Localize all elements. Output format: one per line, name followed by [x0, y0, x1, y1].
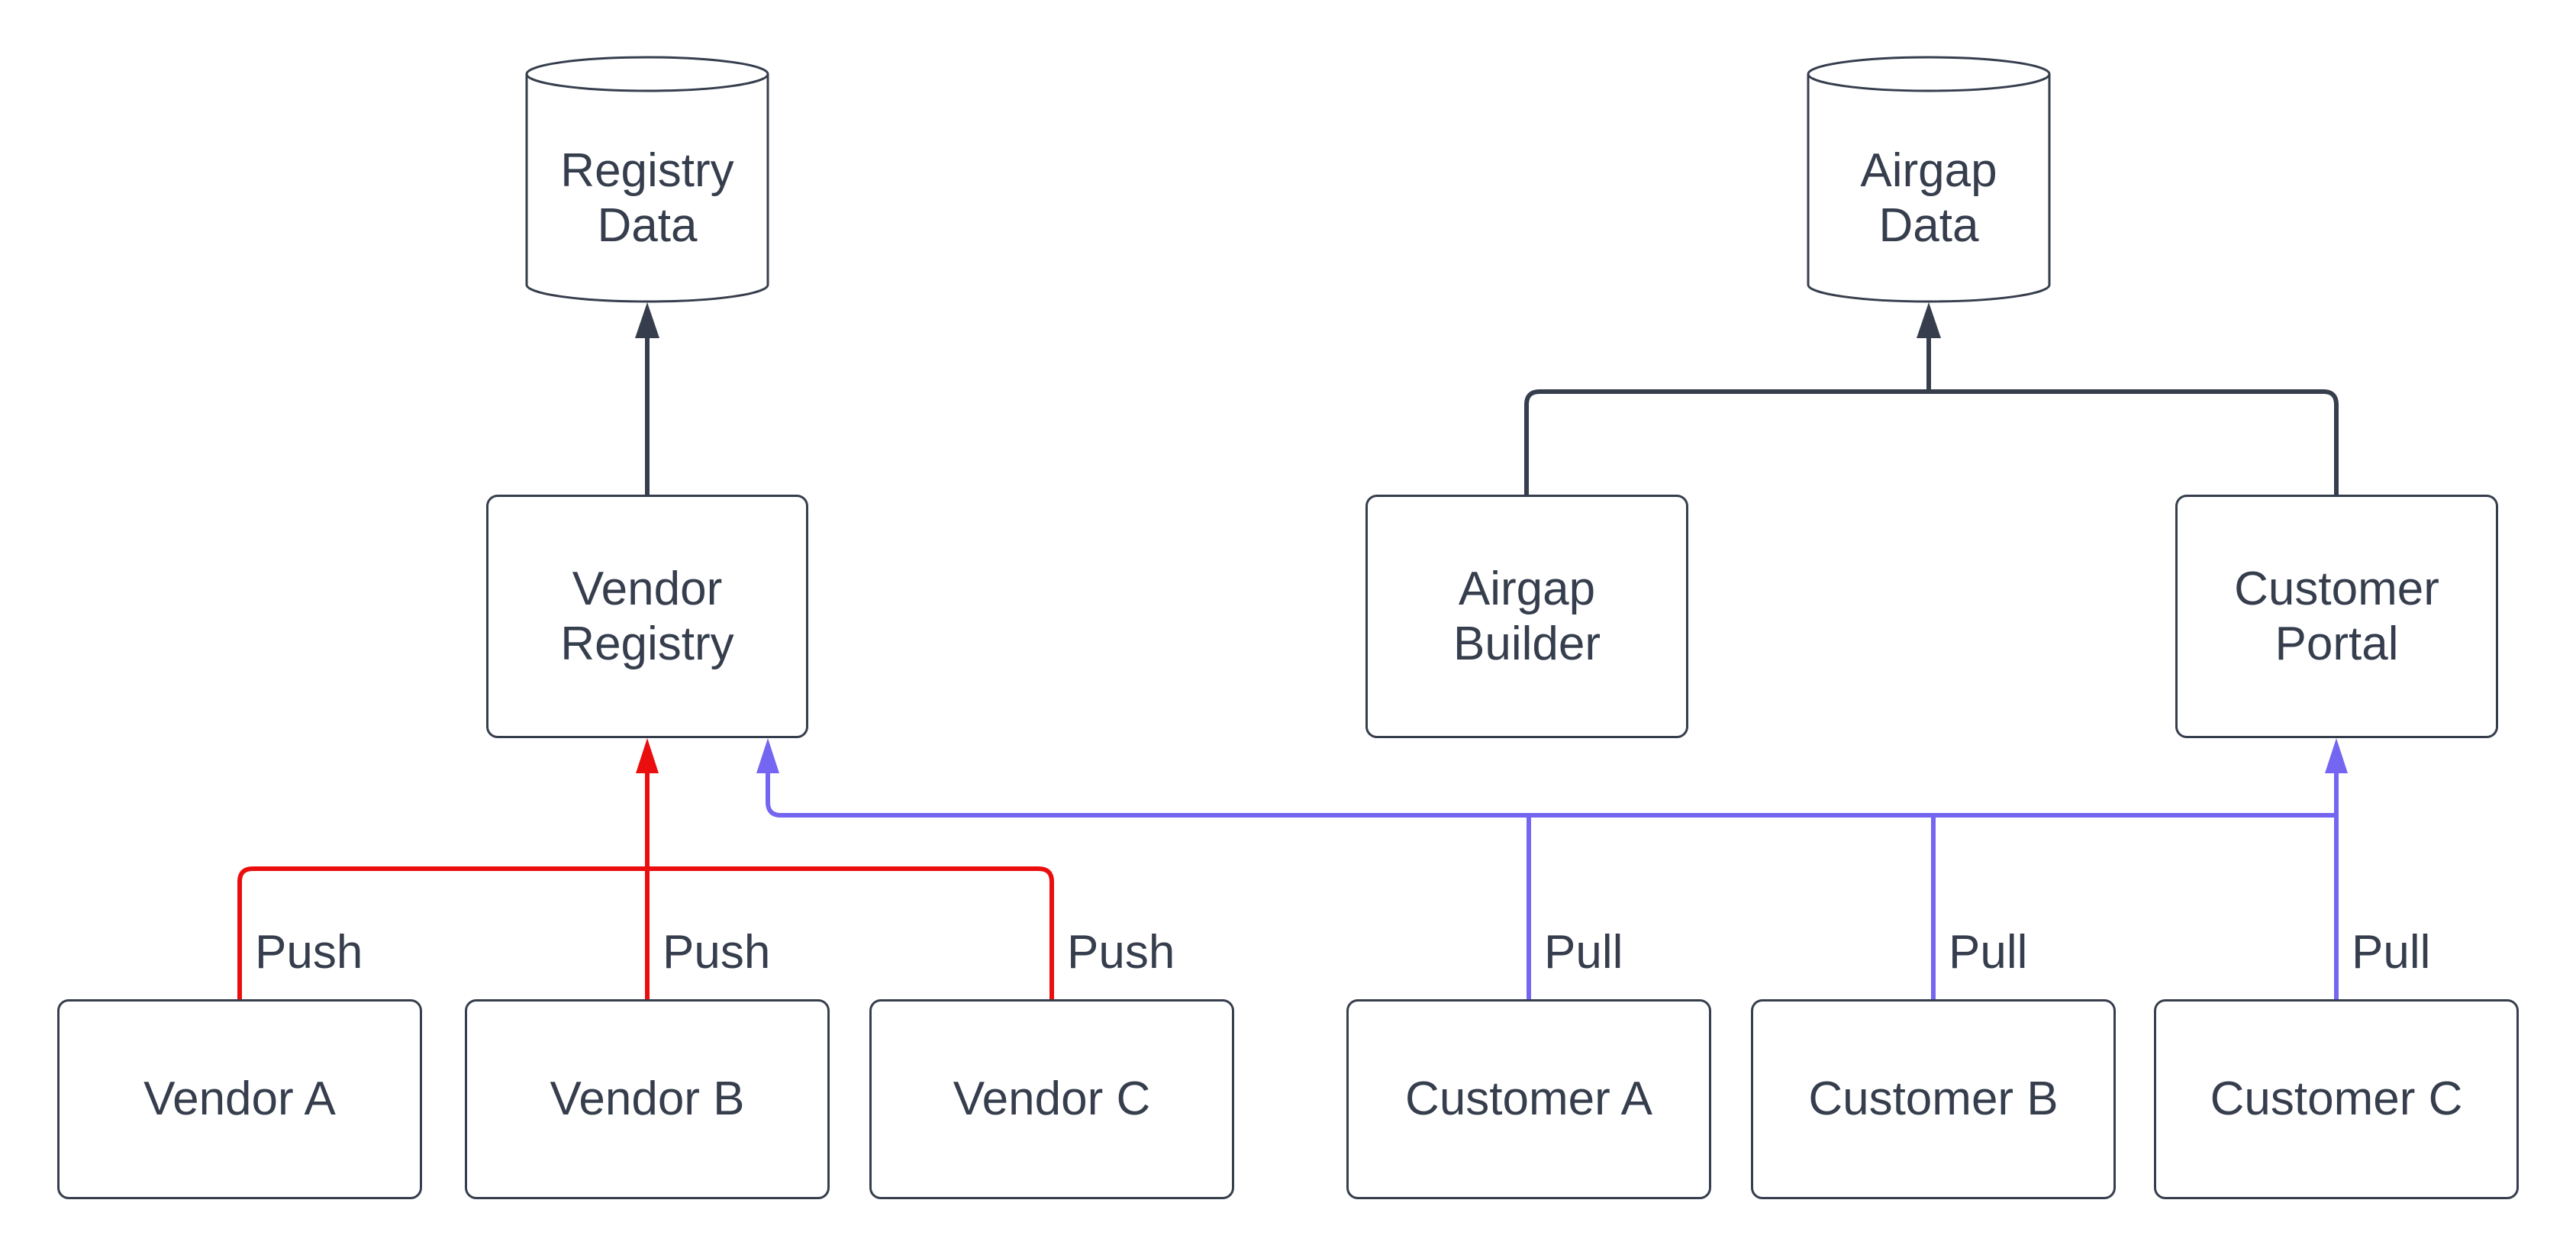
- edge-label-pull-customer-c: Pull: [2352, 926, 2431, 979]
- node-label: Vendor B: [550, 1073, 745, 1126]
- node-label: Customer Portal: [2234, 562, 2439, 670]
- node-registry-data: Registry Data: [525, 56, 769, 303]
- edge-label-push-vendor-b: Push: [663, 926, 771, 979]
- node-customer-c: Customer C: [2154, 999, 2519, 1199]
- node-label: Vendor Registry: [560, 562, 734, 670]
- node-label: Customer C: [2210, 1073, 2463, 1126]
- node-vendor-b: Vendor B: [465, 999, 830, 1199]
- node-airgap-builder: Airgap Builder: [1365, 495, 1688, 738]
- node-customer-a: Customer A: [1346, 999, 1711, 1199]
- node-label: Airgap Data: [1860, 144, 1997, 252]
- node-label: Registry Data: [560, 144, 734, 252]
- node-airgap-data: Airgap Data: [1807, 56, 2051, 303]
- arrowhead-airgap-data: [1917, 302, 1941, 338]
- edge-label-pull-customer-b: Pull: [1949, 926, 2028, 979]
- node-label: Customer A: [1405, 1073, 1652, 1126]
- edge-airgap-branch: [1524, 389, 2339, 495]
- cylinder-shape: [525, 56, 769, 303]
- edge-label-push-vendor-c: Push: [1067, 926, 1175, 979]
- node-label: Vendor A: [143, 1073, 336, 1126]
- node-vendor-registry: Vendor Registry: [486, 495, 808, 738]
- node-vendor-a: Vendor A: [57, 999, 422, 1199]
- edge-label-push-vendor-a: Push: [255, 926, 363, 979]
- node-vendor-c: Vendor C: [869, 999, 1234, 1199]
- arrowhead-vendor-registry-pull: [756, 738, 779, 773]
- node-customer-portal: Customer Portal: [2175, 495, 2498, 738]
- edge-pull-bus: [766, 773, 2336, 818]
- node-label: Customer B: [1808, 1073, 2059, 1126]
- node-label: Airgap Builder: [1453, 562, 1601, 670]
- arrowhead-vendor-registry-push: [636, 738, 659, 773]
- arrowhead-registry-data: [635, 302, 659, 338]
- node-label: Vendor C: [953, 1073, 1151, 1126]
- cylinder-shape: [1807, 56, 2051, 303]
- edge-label-pull-customer-a: Pull: [1544, 926, 1623, 979]
- node-customer-b: Customer B: [1751, 999, 2116, 1199]
- arrowhead-customer-portal-pull: [2325, 738, 2348, 773]
